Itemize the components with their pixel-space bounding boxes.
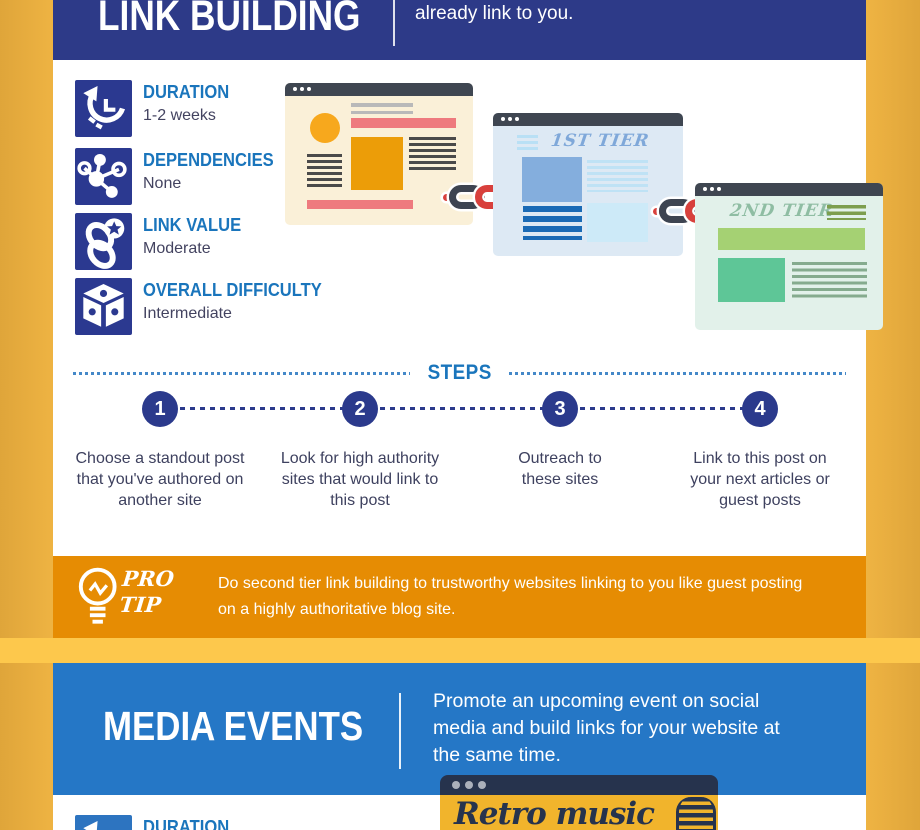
- stat-row-link-value: LINK VALUE Moderate: [75, 213, 495, 273]
- stat-value: Intermediate: [143, 305, 232, 322]
- window-title-bar: [285, 83, 473, 96]
- stat-label: OVERALL DIFFICULTY: [143, 280, 322, 300]
- step-3-badge: 3: [542, 391, 578, 427]
- window-title-bar: [493, 113, 683, 126]
- dotted-line: [73, 371, 410, 375]
- step-3-text: Outreach to these sites: [518, 450, 602, 488]
- microphone-icon: [676, 797, 716, 830]
- poster-body: Retro music: [440, 795, 718, 830]
- page-title: LINK BUILDING: [98, 0, 361, 40]
- text-lines-blue: [523, 206, 582, 240]
- lightbulb-icon: [78, 567, 117, 624]
- tier2-label: 2ND TIER: [728, 201, 836, 221]
- stat-label: DEPENDENCIES: [143, 150, 274, 170]
- pro-tip-label: PRO TIP: [118, 566, 176, 617]
- header-divider: [393, 0, 395, 46]
- steps-connector-line: [160, 407, 760, 410]
- text-lines-gray: [351, 103, 413, 114]
- orange-circle: [310, 113, 340, 143]
- poster-title: Retro music: [454, 796, 655, 830]
- browser-window-retro-poster: Retro music: [440, 775, 718, 830]
- step-2-badge: 2: [342, 391, 378, 427]
- banner-divider: [399, 693, 401, 769]
- browser-window-source-post: [285, 83, 473, 225]
- duration-icon: [75, 80, 132, 137]
- step-4-text: Link to this post on your next articles …: [690, 450, 830, 509]
- duration-icon: [75, 815, 132, 830]
- step-4-badge: 4: [742, 391, 778, 427]
- pro-tip-band: PRO TIP Do second tier link building to …: [53, 556, 866, 638]
- stat-value: None: [143, 175, 182, 192]
- stat-row-duration-media: DURATION: [75, 815, 495, 830]
- stat-row-difficulty: OVERALL DIFFICULTY Intermediate: [75, 278, 495, 338]
- text-lines-dark: [409, 137, 456, 172]
- difficulty-icon: [75, 278, 132, 335]
- step-1-badge: 1: [142, 391, 178, 427]
- stat-value: 1-2 weeks: [143, 107, 216, 124]
- window-dots-icon: [293, 87, 311, 91]
- window-title-bar: [695, 183, 883, 196]
- browser-window-2nd-tier: 2ND TIER: [695, 183, 883, 330]
- section-header-link-building: LINK BUILDING already link to you.: [53, 0, 866, 60]
- pro-tip-text: Do second tier link building to trustwor…: [218, 575, 803, 618]
- window-dots-icon: [501, 117, 519, 121]
- dotted-line: [509, 371, 847, 375]
- teal-image-block: [718, 258, 785, 302]
- steps-heading-row: STEPS: [73, 361, 847, 385]
- stat-label: DURATION: [143, 82, 230, 102]
- steps-title: STEPS: [427, 361, 492, 384]
- browser-window-1st-tier: 1ST TIER: [493, 113, 683, 256]
- step-1-text: Choose a standout post that you've autho…: [75, 450, 245, 509]
- header-subtitle: already link to you.: [415, 3, 574, 24]
- salmon-bar: [351, 118, 456, 128]
- text-lines-sage: [792, 262, 867, 300]
- stat-label: LINK VALUE: [143, 215, 242, 235]
- text-lines-olive: [827, 205, 866, 220]
- stat-row-duration: DURATION 1-2 weeks: [75, 80, 495, 140]
- pale-blue-block: [587, 203, 648, 242]
- yellow-divider-band: [0, 638, 920, 663]
- window-title-bar: [440, 775, 718, 795]
- stat-row-dependencies: DEPENDENCIES None: [75, 148, 495, 208]
- window-dots-icon: [452, 781, 486, 789]
- green-bar: [718, 228, 865, 250]
- tier1-label: 1ST TIER: [549, 131, 651, 151]
- orange-image-block: [351, 137, 403, 190]
- media-events-subtitle: Promote an upcoming event on social medi…: [433, 690, 780, 766]
- text-lines-lightblue: [517, 135, 538, 151]
- section-header-media-events: MEDIA EVENTS Promote an upcoming event o…: [53, 663, 866, 795]
- dependencies-icon: [75, 148, 132, 205]
- link-value-icon: [75, 213, 132, 270]
- blue-image-block: [522, 157, 582, 202]
- step-2-text: Look for high authority sites that would…: [280, 450, 440, 509]
- salmon-bar: [307, 200, 413, 209]
- text-lines-lightblue: [587, 160, 648, 192]
- window-dots-icon: [703, 187, 721, 191]
- text-lines-dark: [307, 154, 342, 189]
- stat-value: Moderate: [143, 240, 211, 257]
- stat-label: DURATION: [143, 817, 230, 830]
- media-events-title: MEDIA EVENTS: [103, 703, 364, 749]
